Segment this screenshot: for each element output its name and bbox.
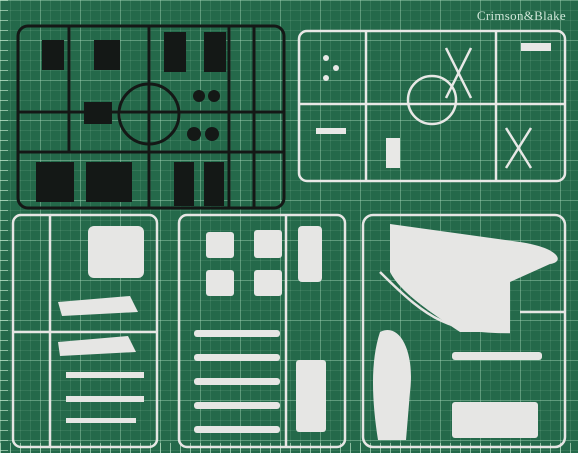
sprue-white-bottom-middle xyxy=(176,212,348,450)
sprue-white-bottom-middle-drawing xyxy=(177,213,347,449)
sprue-white-top-right xyxy=(296,28,568,184)
sprue-white-bottom-right xyxy=(360,212,570,450)
sprue-black xyxy=(14,22,290,214)
sprue-white-bottom-right-drawing xyxy=(361,213,567,449)
mat-brand-logo: Crimson&Blake xyxy=(476,8,566,23)
sprue-black-drawing xyxy=(16,24,286,210)
sprue-white-bottom-left xyxy=(10,212,160,450)
sprue-white-bottom-left-drawing xyxy=(11,213,159,449)
sprue-white-top-right-drawing xyxy=(297,29,567,183)
mat-ruler-left xyxy=(0,0,8,453)
